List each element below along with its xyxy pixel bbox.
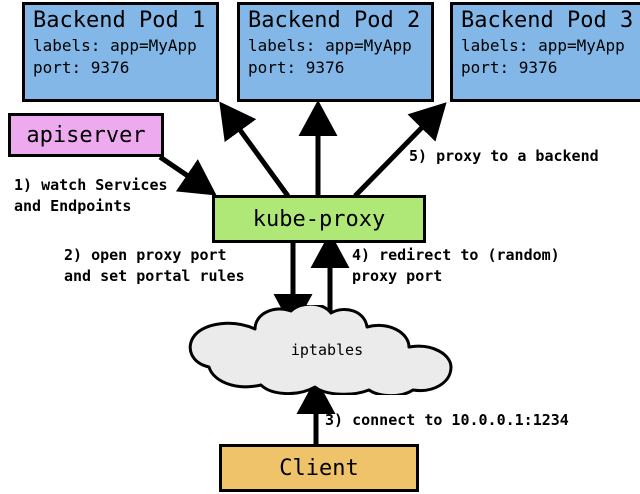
pod-labels: labels: app=MyApp xyxy=(33,36,197,55)
pod-port: port: 9376 xyxy=(33,58,130,77)
pod-port: port: 9376 xyxy=(461,58,558,77)
annotation-step-3: 3) connect to 10.0.0.1:1234 xyxy=(325,411,569,429)
pod-labels: labels: app=MyApp xyxy=(248,36,412,55)
client-label: Client xyxy=(279,455,359,481)
annotation-step-1: 1) watch Services and Endpoints xyxy=(14,176,168,215)
arrow-kubeproxy-to-pod1 xyxy=(219,101,291,198)
backend-pod-1[interactable]: Backend Pod 1 labels: app=MyApp port: 93… xyxy=(22,2,219,102)
annotation-step-5: 5) proxy to a backend xyxy=(409,147,599,165)
iptables-cloud[interactable]: iptables xyxy=(183,305,471,395)
apiserver-label: apiserver xyxy=(26,122,146,148)
apiserver-node[interactable]: apiserver xyxy=(8,113,164,157)
client-node[interactable]: Client xyxy=(219,444,419,492)
pod-port: port: 9376 xyxy=(248,58,345,77)
pod-labels: labels: app=MyApp xyxy=(461,36,625,55)
annotation-step-2: 2) open proxy port and set portal rules xyxy=(64,246,245,285)
annotation-step-4: 4) redirect to (random) proxy port xyxy=(352,246,560,285)
kube-proxy-node[interactable]: kube-proxy xyxy=(212,195,426,243)
pod-title: Backend Pod 1 xyxy=(33,8,206,33)
kube-proxy-label: kube-proxy xyxy=(252,206,386,232)
backend-pod-2[interactable]: Backend Pod 2 labels: app=MyApp port: 93… xyxy=(237,2,434,102)
pod-title: Backend Pod 2 xyxy=(248,8,421,33)
backend-pod-3[interactable]: Backend Pod 3 labels: app=MyApp port: 93… xyxy=(450,2,640,102)
pod-title: Backend Pod 3 xyxy=(461,8,634,33)
